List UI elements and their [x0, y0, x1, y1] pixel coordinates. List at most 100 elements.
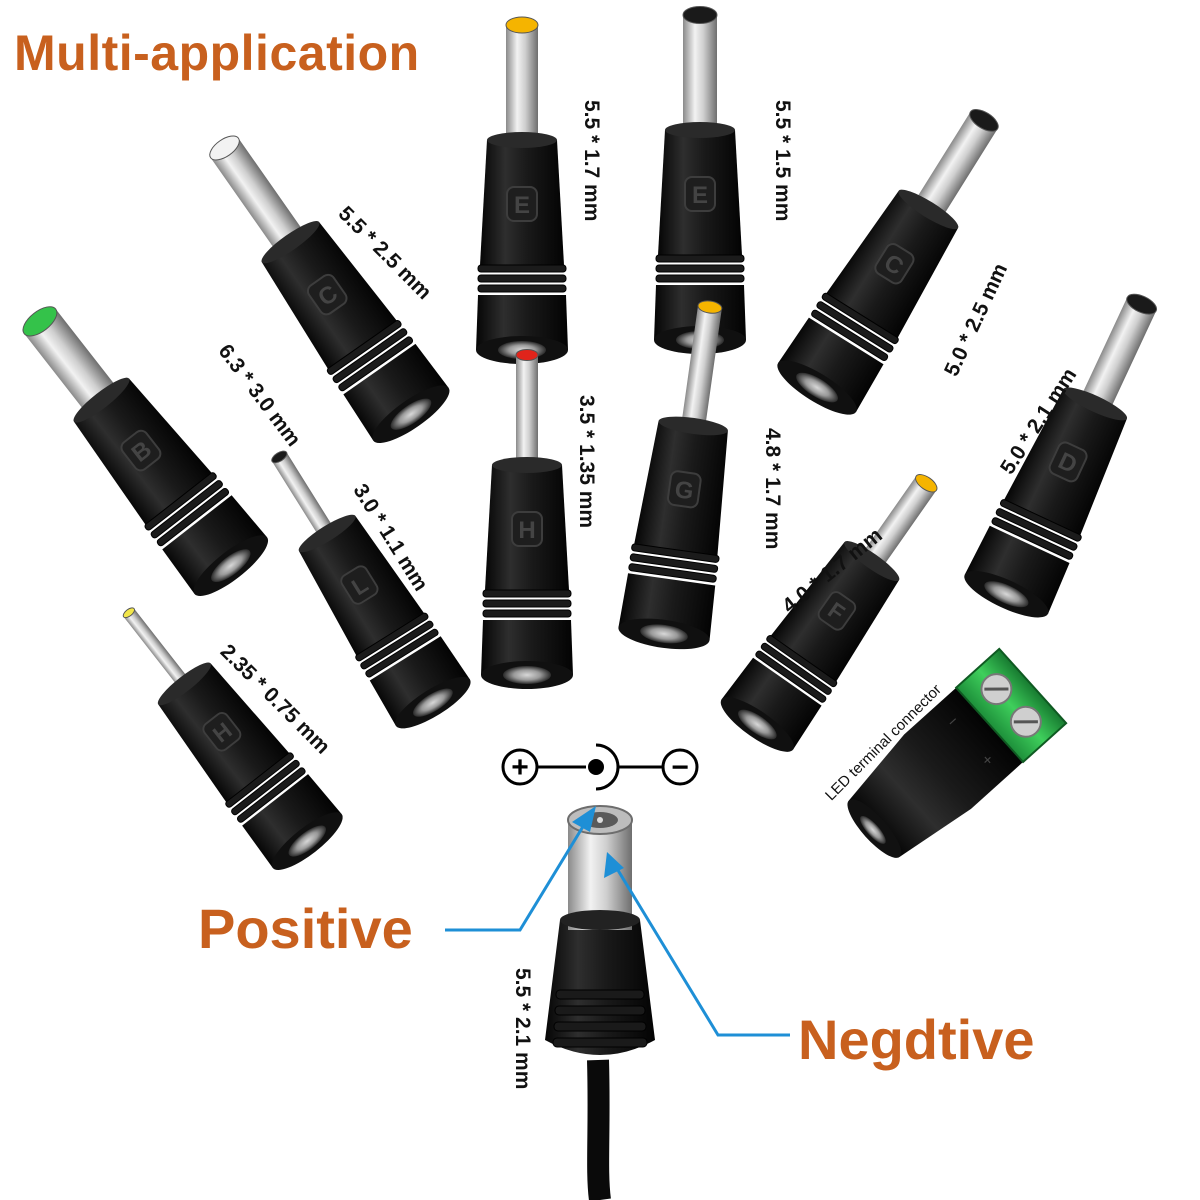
adapter-socket-hole [984, 581, 1029, 608]
adapter-socket-body [369, 636, 470, 726]
green-terminal-block [954, 647, 1068, 764]
plug-center-pin [597, 817, 603, 823]
adapter-rib [326, 320, 402, 375]
positive-arrowhead [572, 806, 596, 832]
adapter-rib [360, 620, 434, 670]
adapter-socket-hole [738, 709, 777, 740]
adapter-shoulder [898, 189, 959, 230]
adapter-shoulder [658, 416, 728, 436]
adapter-shoulder [157, 662, 212, 706]
tip-color-cap [122, 607, 135, 619]
adapter-letter-badge [684, 176, 716, 212]
adapter-shoulder [261, 221, 320, 264]
minus-sign: − [671, 751, 689, 784]
adapter-shoulder [492, 457, 562, 473]
minus-circle [661, 748, 699, 786]
adapter-rib [477, 284, 567, 293]
main-plug-size-label: 5.5 * 2.1 mm [511, 968, 534, 1090]
adapter-shoulder [487, 132, 557, 148]
adapter-socket-hole [640, 624, 688, 644]
tip-color-cap [271, 450, 288, 464]
adapter-socket-hole [390, 398, 432, 430]
tip-color-cap [515, 349, 539, 361]
adapter-shoulder [1063, 387, 1128, 421]
adapter-shoulder [298, 514, 356, 553]
plug-strain-rib [555, 989, 645, 1000]
plug-strain-rib [552, 1037, 648, 1048]
adapter-socket-hole [503, 666, 551, 684]
tip-color-cap [505, 16, 539, 34]
adapter-letter-badge [874, 242, 915, 285]
adapter-rib [231, 759, 300, 816]
adapter-rib [482, 599, 572, 608]
adapter-rib [766, 635, 838, 688]
positive-arrow-line [445, 814, 592, 932]
adapter-tip: H [122, 607, 343, 870]
adapter-rib [755, 650, 827, 703]
adapter-rib [816, 301, 894, 353]
adapter-rib [236, 767, 306, 823]
adapter-rib [655, 254, 745, 263]
adapter-rib [477, 274, 567, 283]
adapter-rib [629, 553, 719, 573]
adapter-rib [365, 628, 439, 678]
tip-size-label-h1: 3.5 * 1.35 mm [575, 395, 598, 529]
adapter-socket-body [343, 343, 449, 441]
adapter-letter-badge [667, 470, 702, 509]
adapter-shoulder [73, 377, 130, 423]
plus-sign: + [511, 751, 529, 784]
adapter-letter-badge [340, 565, 379, 605]
adapter-rib [821, 292, 899, 345]
negative-label: Negdtive [798, 1008, 1035, 1071]
tip-color-cap [209, 135, 240, 161]
adapter-socket-hole [413, 688, 453, 717]
tip-color-cap [682, 6, 718, 24]
adapter-letter: H [518, 517, 535, 544]
adapter-rib [156, 488, 230, 547]
adapter-socket-body [721, 657, 822, 750]
adapter-tip: D [964, 293, 1158, 618]
adapter-tip: E [654, 6, 746, 354]
adapter-tip: E [476, 16, 568, 364]
title: Multi-application [14, 25, 420, 81]
adapter-rib [631, 543, 720, 563]
adapter-socket-body [162, 495, 268, 594]
screw-slot [984, 687, 1009, 691]
adapter-rib [144, 472, 217, 531]
adapter-socket-hole [796, 372, 838, 403]
tip-size-label-e2: 5.5 * 1.5 mm [771, 100, 794, 222]
plug-strain-rib [553, 1021, 647, 1032]
adapter-letter-badge [202, 712, 242, 752]
led-connector-body [848, 687, 1024, 857]
adapter-letter-badge [511, 511, 543, 547]
tip-size-label-g: 4.8 * 1.7 mm [761, 428, 784, 550]
adapter-rib [355, 612, 429, 662]
adapter-tip: C [209, 135, 450, 443]
tip-size-label-e1: 5.5 * 1.7 mm [580, 100, 603, 222]
adapter-socket-body [242, 774, 342, 868]
adapter-rib [150, 480, 223, 539]
adapter-letter: G [673, 476, 695, 505]
adapter-rib [628, 563, 717, 583]
adapter-socket-body [476, 295, 568, 350]
adapter-rib [811, 309, 889, 362]
adapter-socket-body [778, 317, 884, 412]
polarity-symbol: +− [501, 743, 699, 791]
adapter-rib [999, 499, 1082, 542]
positive-label: Positive [198, 897, 413, 960]
adapter-rib [477, 264, 567, 273]
tip-color-cap [969, 109, 999, 132]
negative-arrowhead [604, 852, 624, 878]
adapter-socket-hole [211, 549, 251, 583]
adapter-rib [995, 508, 1078, 551]
adapter-tip: G [618, 300, 728, 650]
adapter-rib [482, 589, 572, 598]
tip-color-cap [915, 474, 938, 493]
adapter-rib [338, 336, 414, 392]
adapter-letter-badge [506, 186, 538, 222]
plug-strain-rib [554, 1005, 646, 1016]
tip-color-cap [1126, 293, 1158, 315]
adapter-tip: L [271, 450, 471, 729]
